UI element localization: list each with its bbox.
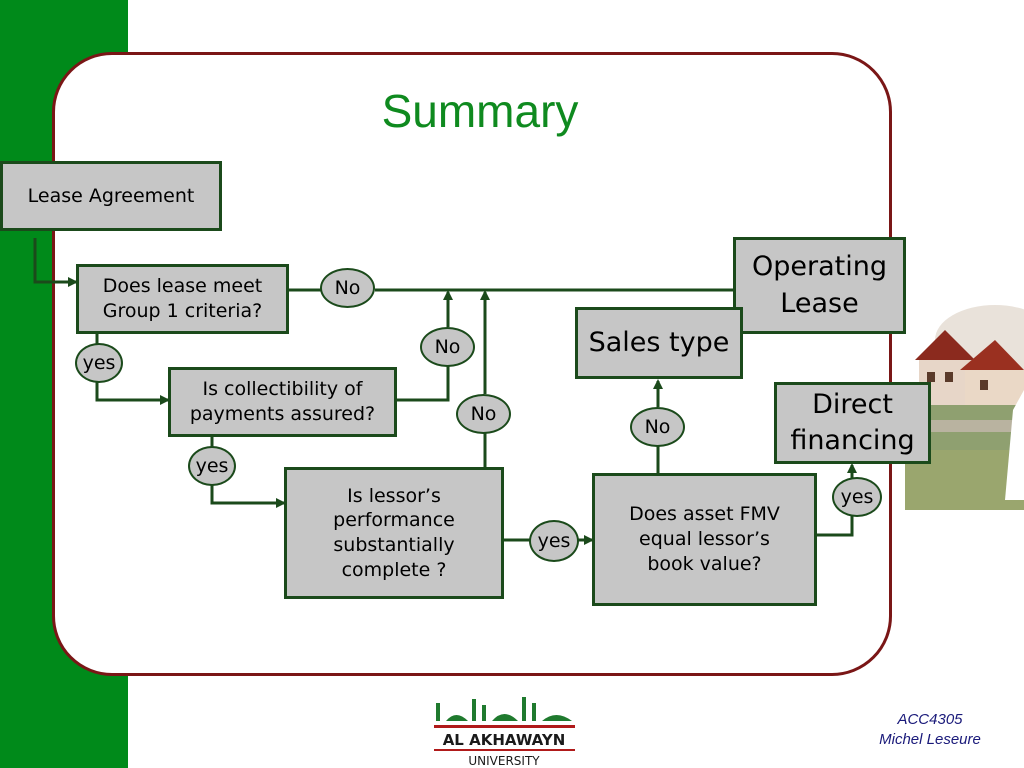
svg-text:AL AKHAWAYN: AL AKHAWAYN: [443, 731, 566, 749]
lessor-performance-box: Is lessor’s performance substantially co…: [284, 467, 504, 599]
svg-text:UNIVERSITY: UNIVERSITY: [468, 754, 540, 768]
no-oval-asset-fmv: No: [630, 407, 685, 447]
group1-criteria-box: Does lease meet Group 1 criteria?: [76, 264, 289, 334]
no-oval-collectibility: No: [420, 327, 475, 367]
yes-oval-asset-fmv: yes: [832, 477, 882, 517]
lease-agreement-box: Lease Agreement: [0, 161, 222, 231]
slide-title: Summary: [381, 85, 579, 137]
yes-oval-group1: yes: [75, 343, 123, 383]
yes-oval-performance: yes: [529, 520, 579, 562]
collectibility-box: Is collectibility of payments assured?: [168, 367, 397, 437]
university-logo: AL AKHAWAYN UNIVERSITY: [432, 695, 577, 768]
yes-oval-collectibility: yes: [188, 446, 236, 486]
course-footer: ACC4305 Michel Leseure: [879, 711, 981, 749]
direct-financing-box: Direct financing: [774, 382, 931, 464]
asset-fmv-box: Does asset FMV equal lessor’s book value…: [592, 473, 817, 606]
no-oval-performance: No: [456, 394, 511, 434]
operating-lease-box: Operating Lease: [733, 237, 906, 334]
sales-type-box: Sales type: [575, 307, 743, 379]
no-oval-group1: No: [320, 268, 375, 308]
